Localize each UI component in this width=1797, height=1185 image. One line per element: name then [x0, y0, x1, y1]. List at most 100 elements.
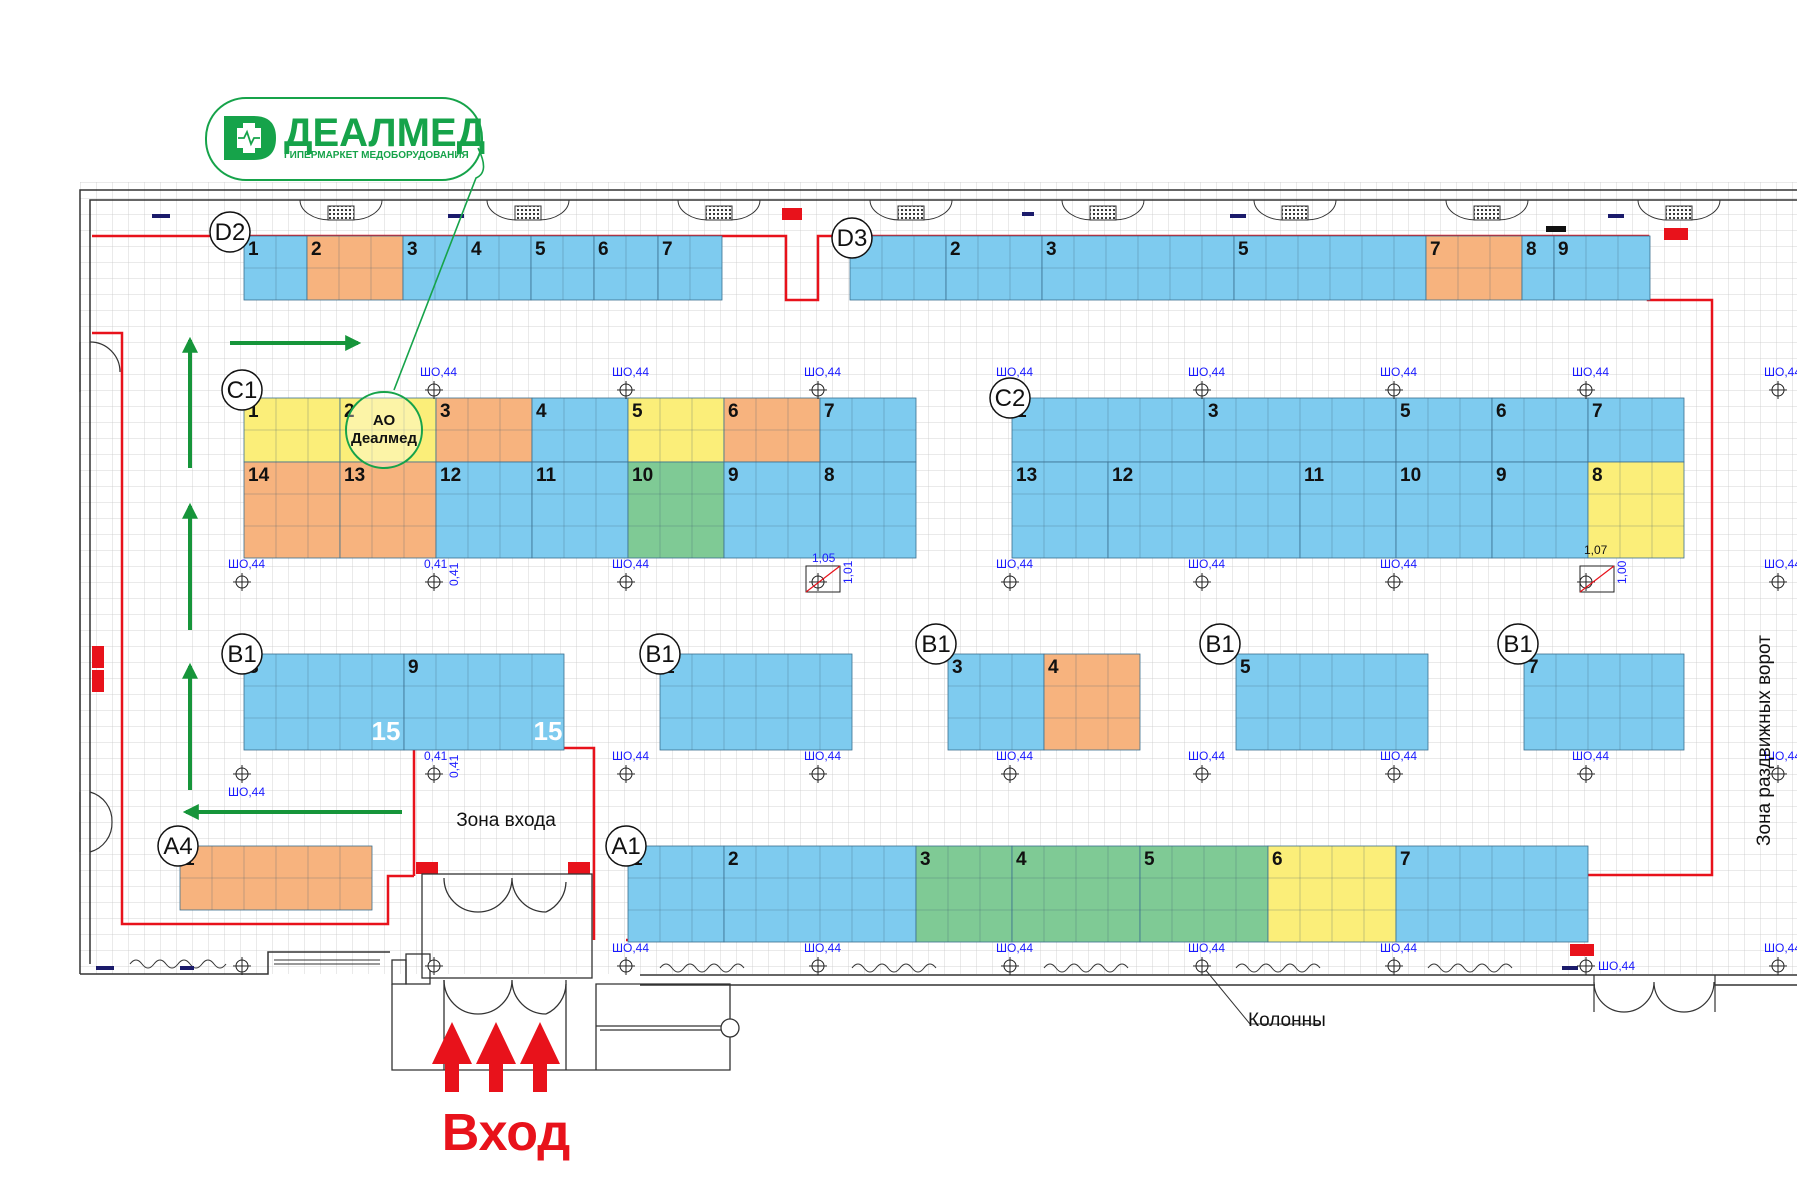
stand[interactable]: 13	[1011, 461, 1109, 559]
column-marker	[617, 381, 635, 399]
stand[interactable]: 10	[627, 461, 725, 559]
stand[interactable]: 8	[819, 461, 917, 559]
stand-area	[1523, 653, 1685, 751]
stand-number: 4	[1016, 849, 1027, 870]
stand[interactable]: 8	[243, 653, 405, 751]
column-mark-label: ШО,44	[996, 365, 1033, 379]
stand[interactable]: 4	[531, 397, 629, 463]
stand[interactable]: 3	[402, 235, 468, 301]
stand[interactable]: 1	[243, 235, 308, 301]
stand[interactable]: 12	[435, 461, 533, 559]
row-label-d3[interactable]: D3	[831, 217, 873, 259]
stand-area	[403, 653, 565, 751]
stand-number: 6	[1272, 849, 1283, 870]
stand[interactable]: 9	[1553, 235, 1651, 301]
stand[interactable]: 4	[1011, 845, 1141, 943]
stand-area	[1043, 653, 1141, 751]
stand[interactable]: 2	[306, 235, 404, 301]
stand[interactable]: 7	[1395, 845, 1589, 943]
stand[interactable]: 3	[1203, 397, 1397, 463]
stand[interactable]: 11	[531, 461, 629, 559]
stand[interactable]: 5	[627, 397, 725, 463]
column-mark-label: ШО,44	[1572, 365, 1609, 379]
stand[interactable]: 9	[1491, 461, 1589, 559]
row-label-text: D3	[837, 225, 868, 252]
row-label-b1-b[interactable]: B1	[639, 633, 681, 675]
stand-number: 4	[1048, 657, 1059, 678]
column-marker	[1769, 573, 1787, 591]
row-label-a4[interactable]: A4	[157, 825, 199, 867]
stand[interactable]: 4	[1043, 653, 1141, 751]
stand[interactable]: 5	[1235, 653, 1429, 751]
column-marker	[425, 765, 443, 783]
stand[interactable]: 7	[819, 397, 917, 463]
stand-area	[243, 461, 341, 559]
row-label-c2[interactable]: C2	[989, 377, 1031, 419]
stand-number: 1	[248, 401, 259, 422]
stand[interactable]: 9	[723, 461, 821, 559]
stand-area	[915, 845, 1013, 943]
stand-area	[243, 653, 405, 751]
stand[interactable]: 7	[1587, 397, 1685, 463]
stand[interactable]: 8	[1521, 235, 1555, 301]
stand[interactable]: 4	[466, 235, 532, 301]
row-label-b1-c[interactable]: B1	[915, 623, 957, 665]
stand[interactable]: 1	[627, 845, 725, 943]
stand[interactable]: 7	[1523, 653, 1685, 751]
stand[interactable]: 1	[243, 397, 341, 463]
stand[interactable]: 6	[593, 235, 659, 301]
stand[interactable]: 2	[945, 235, 1043, 301]
stand-number: 4	[471, 239, 482, 260]
stand[interactable]: 1	[179, 845, 373, 911]
stand[interactable]: 14	[243, 461, 341, 559]
stand[interactable]: 5	[530, 235, 595, 301]
row-label-b1-a[interactable]: B1	[221, 633, 263, 675]
row-label-b1-d[interactable]: B1	[1199, 623, 1241, 665]
stand-area	[1587, 461, 1685, 559]
stand[interactable]: 6	[1267, 845, 1397, 943]
stand[interactable]: 1	[659, 653, 853, 751]
stand[interactable]: 6	[1491, 397, 1589, 463]
stand[interactable]: 2	[723, 845, 917, 943]
stands-layer: 1234567123578912345671413121110981356713…	[179, 235, 1685, 943]
column-mark-label: ШО,44	[1188, 941, 1225, 955]
stand[interactable]: 3	[915, 845, 1013, 943]
stand[interactable]: 5	[1233, 235, 1427, 301]
stand-number: 4	[536, 401, 547, 422]
stand[interactable]: 11	[1299, 461, 1397, 559]
column-markers-layer: ШО,44ШО,44ШО,44ШО,44ШО,44ШО,44ШО,44ШО,44…	[228, 365, 1797, 975]
stand-number: 2	[728, 849, 739, 870]
stand[interactable]: 3	[947, 653, 1045, 751]
stand-area	[243, 397, 341, 463]
stand[interactable]: 5	[1395, 397, 1493, 463]
stand[interactable]: 3	[1041, 235, 1235, 301]
column-marker	[617, 573, 635, 591]
stand[interactable]: 5	[1139, 845, 1269, 943]
column-mark-label: ШО,44	[1764, 557, 1797, 571]
stand[interactable]: 9	[403, 653, 565, 751]
stand-number: 9	[1496, 465, 1507, 486]
partner-badge[interactable]: АО Деалмед	[345, 391, 423, 469]
stand-area	[530, 235, 595, 301]
column-marker	[1577, 381, 1595, 399]
stand[interactable]: 13	[339, 461, 437, 559]
stand[interactable]: 8	[1587, 461, 1685, 559]
row-label-b1-e[interactable]: B1	[1497, 623, 1539, 665]
stand-number: 7	[1400, 849, 1411, 870]
row-label-a1[interactable]: A1	[605, 825, 647, 867]
stand-area	[1267, 845, 1397, 943]
stand[interactable]: 6	[723, 397, 821, 463]
stand[interactable]: 7	[657, 235, 723, 301]
entrance-label[interactable]: Вход	[442, 1104, 571, 1162]
stand[interactable]: 3	[435, 397, 533, 463]
stand[interactable]: 1	[1011, 397, 1205, 463]
stand[interactable]: 10	[1395, 461, 1493, 559]
stand[interactable]: 12	[1107, 461, 1301, 559]
column-mark-label: ШО,44	[804, 365, 841, 379]
row-label-c1[interactable]: C1	[221, 369, 263, 411]
row-label-d2[interactable]: D2	[209, 211, 251, 253]
stand[interactable]: 7	[1425, 235, 1523, 301]
hall-floor-grid	[80, 182, 1797, 974]
logo-title: ДЕАЛМЕД	[284, 111, 485, 155]
column-mark-label: ШО,44	[612, 365, 649, 379]
